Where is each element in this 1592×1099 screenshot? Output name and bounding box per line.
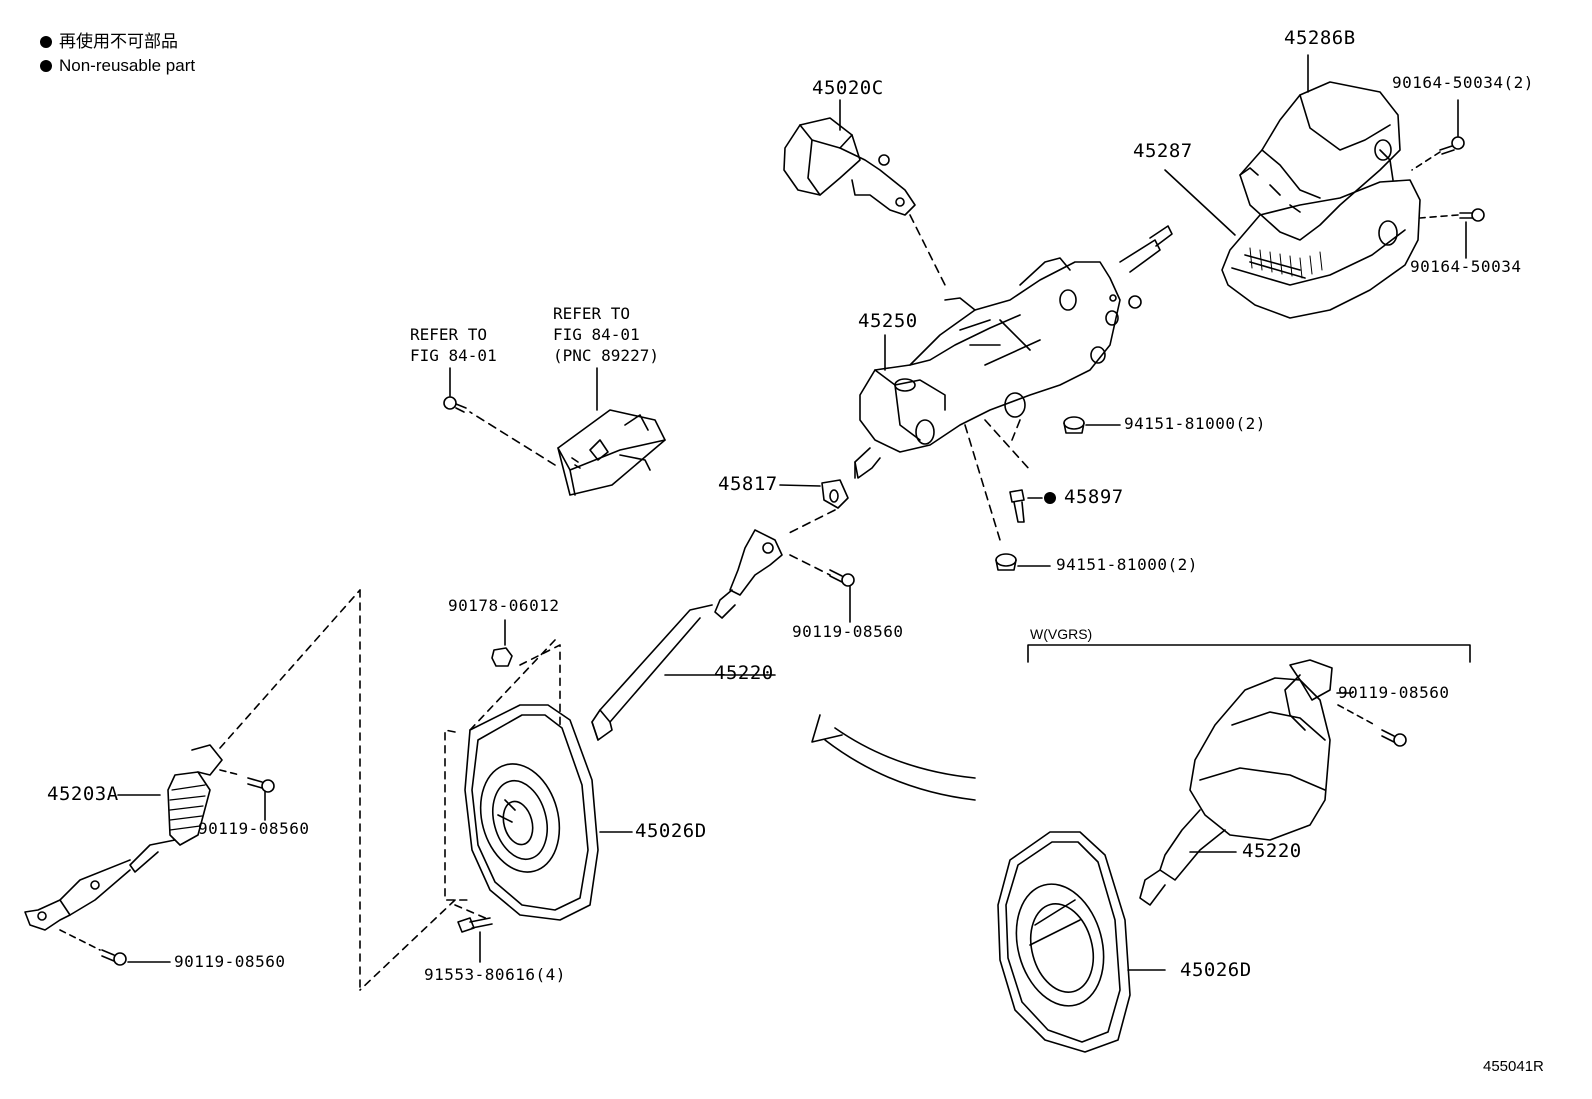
refer-bracket-assembly [443, 367, 666, 496]
vgrs-group-bracket [1027, 644, 1471, 663]
screw-90164-50034-lower [1419, 208, 1485, 259]
variant-label: W(VGRS) [1030, 626, 1093, 642]
steering-column-45250 [854, 225, 1173, 541]
bolt-90119-08560-mid [829, 569, 855, 623]
part-label-90178-06012: 90178-06012 [448, 596, 560, 615]
upper-column-cover-45286b [1239, 54, 1401, 241]
part-label-45817: 45817 [718, 473, 778, 495]
screw-90164-50034-upper [1411, 99, 1465, 171]
intermediate-shaft-45220 [591, 529, 831, 741]
lower-shaft-45203a [24, 589, 361, 951]
part-label-45020c: 45020C [812, 77, 884, 99]
part-label-45286b: 45286B [1284, 27, 1356, 49]
part-label-45026d-main: 45026D [635, 820, 707, 842]
legend-label-en: Non-reusable part [59, 56, 196, 75]
part-label-45026d-vgrs: 45026D [1180, 959, 1252, 981]
vgrs-actuator-45220 [1139, 659, 1376, 906]
clip-45817 [779, 479, 849, 536]
figure-id: 455041R [1483, 1058, 1544, 1075]
part-label-45250: 45250 [858, 310, 918, 332]
refer-note-right: REFER TO FIG 84-01 (PNC 89227) [553, 304, 659, 365]
part-label-91553-80616-4: 91553-80616(4) [424, 965, 566, 984]
nut-94151-81000-upper [1063, 416, 1121, 434]
non-reusable-dot-icon [40, 59, 52, 72]
switch-assembly-45020c [783, 99, 946, 286]
refer-note-left: REFER TO FIG 84-01 [410, 325, 497, 365]
legend-label-jp: 再使用不可部品 [59, 32, 178, 51]
part-label-90119-08560-left-upper: 90119-08560 [198, 819, 310, 838]
bolt-90119-08560-vgrs [1381, 729, 1407, 747]
lower-column-cover-45287 [1164, 169, 1421, 319]
part-label-90119-08560-vgrs: 90119-08560 [1338, 683, 1450, 702]
bolt-90119-08560-left-upper [247, 777, 275, 821]
part-label-45287: 45287 [1133, 140, 1193, 162]
nut-94151-81000-lower [995, 553, 1051, 571]
part-label-45897: 45897 [1064, 486, 1124, 508]
part-label-94151-81000-2-upper: 94151-81000(2) [1124, 414, 1266, 433]
nut-90178-06012 [491, 619, 513, 667]
part-label-45220-vgrs: 45220 [1242, 840, 1302, 862]
part-label-45203a: 45203A [47, 783, 119, 805]
part-label-90164-50034-2: 90164-50034(2) [1392, 73, 1534, 92]
non-reusable-dot-icon [40, 35, 52, 48]
part-label-90164-50034: 90164-50034 [1410, 257, 1522, 276]
variant-direction-arrow [811, 714, 976, 801]
bolt-90119-08560-left-lower [101, 949, 171, 966]
part-label-90119-08560-mid: 90119-08560 [792, 622, 904, 641]
bolt-91553-80616 [457, 917, 493, 963]
legend-row-jp: 再使用不可部品 [40, 33, 178, 50]
hole-cover-45026d-vgrs [997, 831, 1166, 1053]
part-label-90119-08560-left-lower: 90119-08560 [174, 952, 286, 971]
part-label-94151-81000-2-lower: 94151-81000(2) [1056, 555, 1198, 574]
hole-cover-45026d-main [359, 589, 633, 991]
part-label-45220-main: 45220 [714, 662, 774, 684]
legend-row-en: Non-reusable part [40, 57, 195, 74]
bolt-45897 [1009, 489, 1056, 523]
